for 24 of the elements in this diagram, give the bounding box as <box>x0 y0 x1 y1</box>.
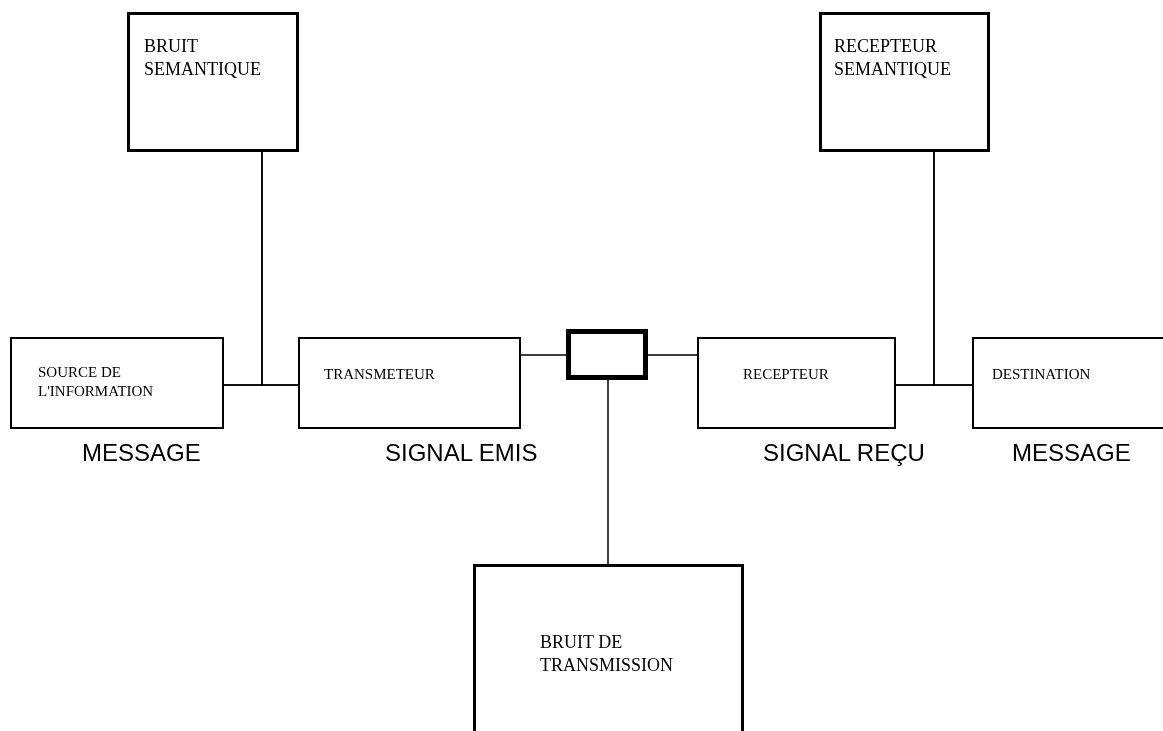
box-label: RECEPTEUR <box>743 365 829 384</box>
signal-label: MESSAGE <box>1012 439 1131 467</box>
box-label: BRUIT DE TRANSMISSION <box>540 631 675 676</box>
box-label: RECEPTEUR SEMANTIQUE <box>834 35 952 80</box>
process-box <box>298 337 521 429</box>
box-label: SOURCE DE L'INFORMATION <box>38 363 155 401</box>
process-box <box>697 337 896 429</box>
process-box <box>819 12 990 152</box>
connector-line <box>520 354 567 356</box>
signal-label: MESSAGE <box>82 439 201 467</box>
process-box <box>127 12 299 152</box>
process-box <box>473 564 744 731</box>
box-label: DESTINATION <box>992 365 1091 384</box>
connector-line <box>933 151 973 386</box>
connector-line <box>607 379 609 565</box>
connector-line <box>647 354 698 356</box>
process-box <box>10 337 224 429</box>
box-label: TRANSMETEUR <box>324 365 435 384</box>
signal-label: SIGNAL EMIS <box>385 439 538 467</box>
signal-label: SIGNAL REÇU <box>763 439 925 467</box>
empty-box <box>566 329 648 380</box>
connector-line <box>261 151 299 386</box>
process-box <box>972 337 1163 429</box>
box-label: BRUIT SEMANTIQUE <box>144 35 262 80</box>
